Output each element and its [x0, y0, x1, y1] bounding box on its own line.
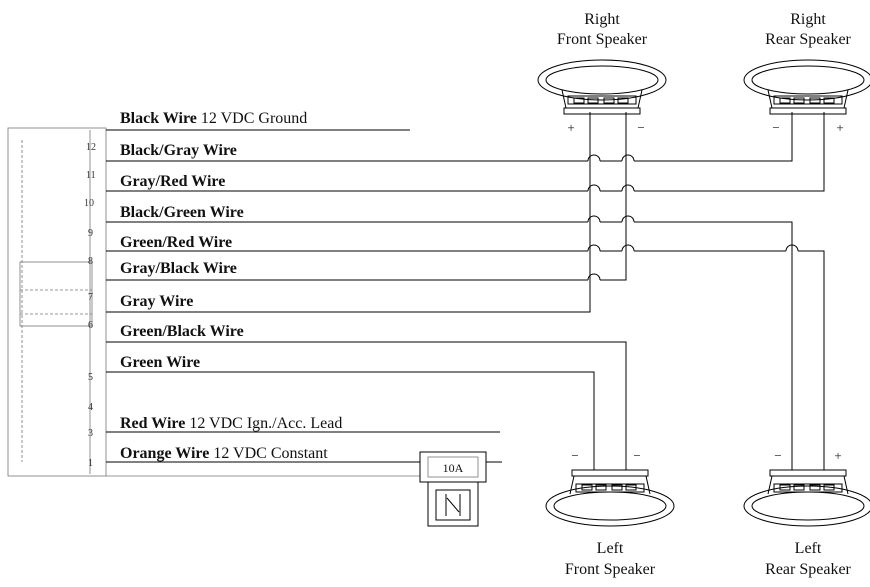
wire-label-black-green: Black/Green Wire: [120, 204, 244, 221]
wire-black-green: [106, 221, 793, 470]
wire-label-green: Green Wire: [120, 354, 200, 371]
wire-green-red: [106, 250, 825, 470]
pin-label: 10: [84, 198, 94, 209]
wire-label-gray-black: Gray/Black Wire: [120, 260, 237, 277]
harness-connector: [7, 127, 107, 477]
speaker-right-front: Right Front Speaker: [537, 11, 667, 115]
wire-label-orange: Orange Wire 12 VDC Constant: [120, 445, 328, 462]
wire-label-red: Red Wire 12 VDC Ign./Acc. Lead: [120, 415, 342, 432]
pin-label: 4: [88, 402, 93, 413]
wire-green: [106, 371, 595, 470]
speaker-label: Front Speaker: [557, 31, 648, 48]
speaker-label: Right: [790, 11, 826, 28]
wire-gray: [106, 112, 591, 313]
polarity-label: −: [774, 448, 781, 463]
wire-labels: Black Wire 12 VDC Ground Black/Gray Wire…: [120, 110, 342, 462]
pin-label: 5: [88, 372, 93, 383]
wire-label-black-gray: Black/Gray Wire: [120, 142, 237, 159]
speaker-right-rear: Right Rear Speaker: [743, 11, 870, 115]
pin-label: 8: [88, 256, 93, 267]
wire-gray-red: [106, 112, 825, 192]
speaker-label: Rear Speaker: [765, 31, 851, 48]
polarity-label: −: [633, 448, 640, 463]
polarity-label: +: [567, 120, 574, 135]
polarity-label: +: [836, 120, 843, 135]
wire-black-gray: [106, 112, 793, 162]
wire-label-gray: Gray Wire: [120, 293, 193, 310]
speaker-label: Left: [597, 540, 624, 557]
polarity-label: −: [772, 120, 779, 135]
speaker-left-rear: Left Rear Speaker: [743, 469, 870, 578]
fuse-label: 10A: [443, 461, 464, 475]
wire-gray-black: [106, 112, 627, 281]
speaker-label: Front Speaker: [565, 561, 656, 578]
speaker-label: Right: [584, 11, 620, 28]
speaker-label: Rear Speaker: [765, 561, 851, 578]
fuse: 10A: [419, 451, 487, 527]
polarity-label: −: [637, 120, 644, 135]
pin-label: 7: [88, 292, 93, 303]
pin-label: 1: [88, 458, 93, 469]
wire-green-black: [106, 341, 627, 470]
wire-label-green-black: Green/Black Wire: [120, 323, 244, 340]
pin-label: 12: [86, 142, 96, 153]
polarity-label: −: [571, 448, 578, 463]
pin-label: 9: [88, 228, 93, 239]
pin-label: 6: [88, 320, 93, 331]
wires: [106, 112, 825, 477]
wire-label-gray-red: Gray/Red Wire: [120, 173, 225, 190]
pin-label: 11: [86, 170, 96, 181]
pin-label: 3: [88, 428, 93, 439]
speaker-left-front: Left Front Speaker: [545, 469, 675, 578]
pin-numbers: 12 11 10 9 8 7 6 5 4 3 1: [84, 142, 96, 469]
speaker-label: Left: [795, 540, 822, 557]
polarity-label: +: [834, 448, 841, 463]
wire-label-black: Black Wire 12 VDC Ground: [120, 110, 307, 127]
wire-label-green-red: Green/Red Wire: [120, 234, 232, 251]
